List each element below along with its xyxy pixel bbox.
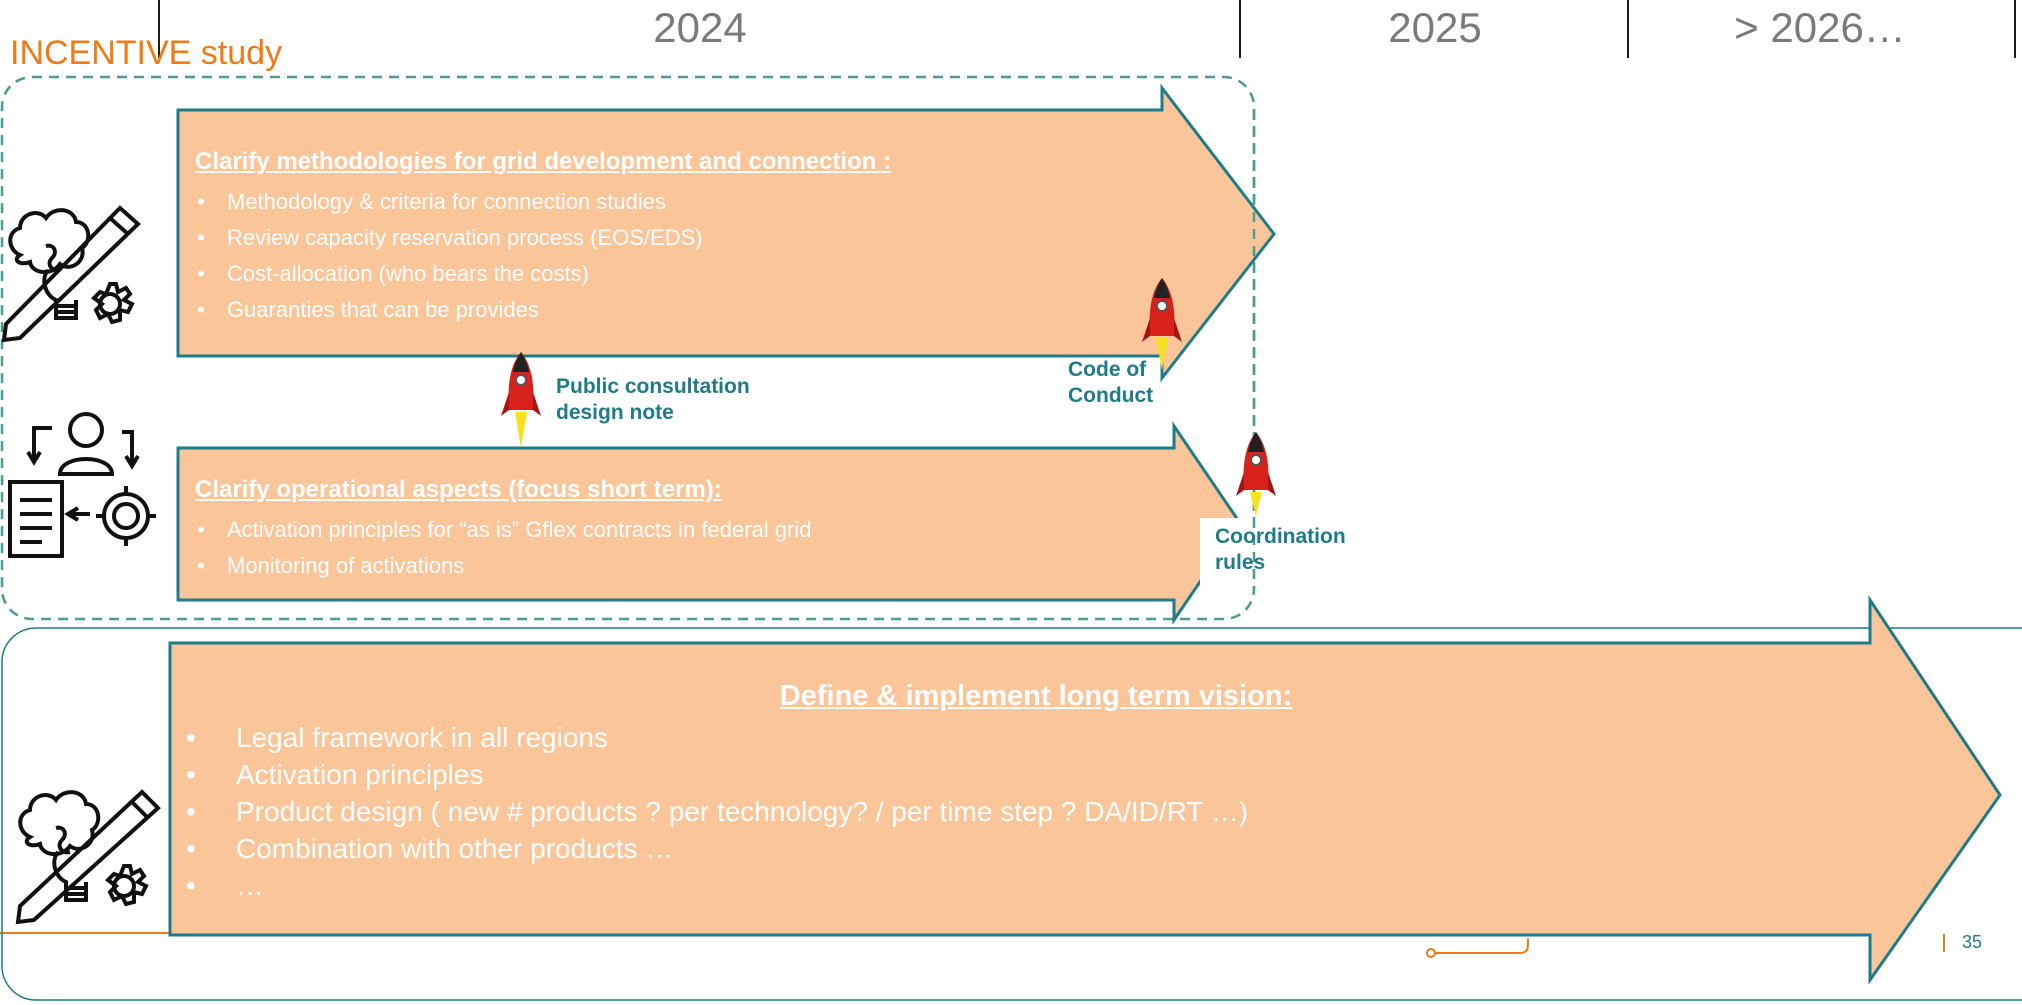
list-item: Activation principles for “as is” Gflex … xyxy=(195,512,1175,548)
operational-arrow-content: Clarify operational aspects (focus short… xyxy=(195,476,1175,584)
list-item: Cost-allocation (who bears the costs) xyxy=(195,256,1175,292)
user-process-document-icon xyxy=(8,412,156,558)
long-term-arrow-list: Legal framework in all regions Activatio… xyxy=(186,719,1886,904)
grid-arrow-heading: Clarify methodologies for grid developme… xyxy=(195,148,892,175)
operational-arrow-list: Activation principles for “as is” Gflex … xyxy=(195,512,1175,584)
coordination-label-bg xyxy=(1200,518,1340,586)
timeline-divider xyxy=(1239,0,1241,58)
year-2024: 2024 xyxy=(653,4,747,51)
milestone-code-of-conduct: Code of Conduct xyxy=(1068,358,1154,407)
long-term-arrow-heading: Define & implement long term vision: xyxy=(779,680,1293,712)
milestone-public-consultation: Public consultation design note xyxy=(556,375,750,424)
brain-gear-pencil-icon xyxy=(15,789,161,925)
list-item: … xyxy=(186,867,1886,904)
footer-connector xyxy=(1435,938,1529,954)
grid-arrow-content: Clarify methodologies for grid developme… xyxy=(195,148,1175,328)
timeline-divider xyxy=(1627,0,1629,58)
grid-arrow-list: Methodology & criteria for connection st… xyxy=(195,184,1175,328)
milestone-coordination-rules: Coordination rules xyxy=(1215,525,1346,574)
year-2025: 2025 xyxy=(1388,4,1482,51)
list-item: Product design ( new # products ? per te… xyxy=(186,793,1886,830)
timeline-divider xyxy=(2014,0,2016,58)
timeline-divider xyxy=(158,0,160,58)
year-2026: > 2026… xyxy=(1734,4,1906,51)
rocket-icon xyxy=(1236,432,1276,516)
list-item: Methodology & criteria for connection st… xyxy=(195,184,1175,220)
long-term-arrow-content: Define & implement long term vision: Leg… xyxy=(186,680,1886,904)
list-item: Legal framework in all regions xyxy=(186,719,1886,756)
list-item: Review capacity reservation process (EOS… xyxy=(195,220,1175,256)
list-item: Combination with other products … xyxy=(186,830,1886,867)
long-term-frame xyxy=(1,627,2022,1001)
list-item: Activation principles xyxy=(186,756,1886,793)
list-item: Guaranties that can be provides xyxy=(195,292,1175,328)
study-title: INCENTIVE study xyxy=(10,34,283,72)
list-item: Monitoring of activations xyxy=(195,548,1175,584)
page-number: 35 xyxy=(1962,932,1983,952)
brain-gear-pencil-icon xyxy=(1,205,141,343)
operational-arrow-heading: Clarify operational aspects (focus short… xyxy=(195,476,722,503)
rocket-icon xyxy=(501,352,541,448)
